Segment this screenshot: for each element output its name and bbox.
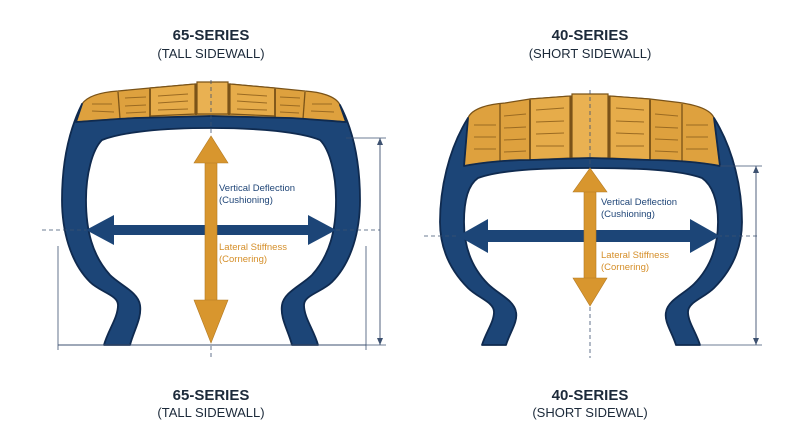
left-lateral-label: Lateral Stiffness	[219, 242, 287, 253]
right-vertical-label: Vertical Deflection	[601, 197, 677, 208]
left-tread-sipe	[236, 93, 268, 111]
right-tread	[463, 93, 721, 167]
left-tread-sipe	[279, 96, 301, 114]
right-bottom-series-title: 40-SERIES	[552, 387, 629, 404]
left-vertical-label-sub: (Cushioning)	[219, 195, 273, 206]
left-tread-sipe	[310, 103, 335, 113]
right-series-subtitle: (SHORT SIDEWALL)	[529, 46, 652, 61]
right-series-title: 40-SERIES	[552, 27, 629, 44]
left-vertical-arrow	[193, 135, 229, 344]
left-series-title: 65-SERIES	[173, 27, 250, 44]
right-height-arrowhead	[753, 338, 759, 345]
right-height-arrowhead	[753, 166, 759, 173]
right-tread-sipe	[474, 124, 496, 150]
right-bottom-series-subtitle: (SHORT SIDEWAL)	[532, 405, 647, 420]
left-tread-groove	[302, 91, 306, 120]
left-height-arrowhead	[377, 338, 383, 345]
left-vertical-label: Vertical Deflection	[219, 183, 295, 194]
right-tread-sipe	[686, 124, 708, 150]
right-tire-casing	[439, 117, 743, 346]
right-lateral-label: Lateral Stiffness	[601, 250, 669, 261]
left-tire-group: Vertical Deflection (Cushioning) Lateral…	[42, 27, 386, 420]
right-vertical-label-sub: (Cushioning)	[601, 209, 655, 220]
left-series-subtitle: (TALL SIDEWALL)	[157, 46, 264, 61]
left-tread-groove	[117, 91, 121, 120]
right-tread-sipe	[615, 107, 645, 147]
left-tread-block	[229, 83, 276, 117]
left-tread-sipe	[91, 103, 115, 113]
right-tread-sipe	[654, 113, 679, 153]
left-lateral-label-sub: (Cornering)	[219, 254, 267, 265]
right-tread-block	[609, 95, 651, 161]
left-tread-sipe	[157, 93, 189, 111]
left-bottom-series-title: 65-SERIES	[173, 387, 250, 404]
left-tread-block	[149, 83, 196, 117]
left-height-arrowhead	[377, 138, 383, 145]
right-lateral-label-sub: (Cornering)	[601, 262, 649, 273]
right-tread-block	[529, 95, 571, 161]
left-tread-block	[196, 81, 229, 115]
left-tread-sipe	[124, 96, 147, 114]
left-bottom-series-subtitle: (TALL SIDEWALL)	[157, 405, 264, 420]
right-tread-sipe	[535, 107, 565, 147]
right-tread-sipe	[503, 113, 527, 153]
right-vertical-arrow	[572, 167, 608, 307]
right-tire-group: Vertical Deflection (Cushioning) Lateral…	[424, 27, 762, 420]
